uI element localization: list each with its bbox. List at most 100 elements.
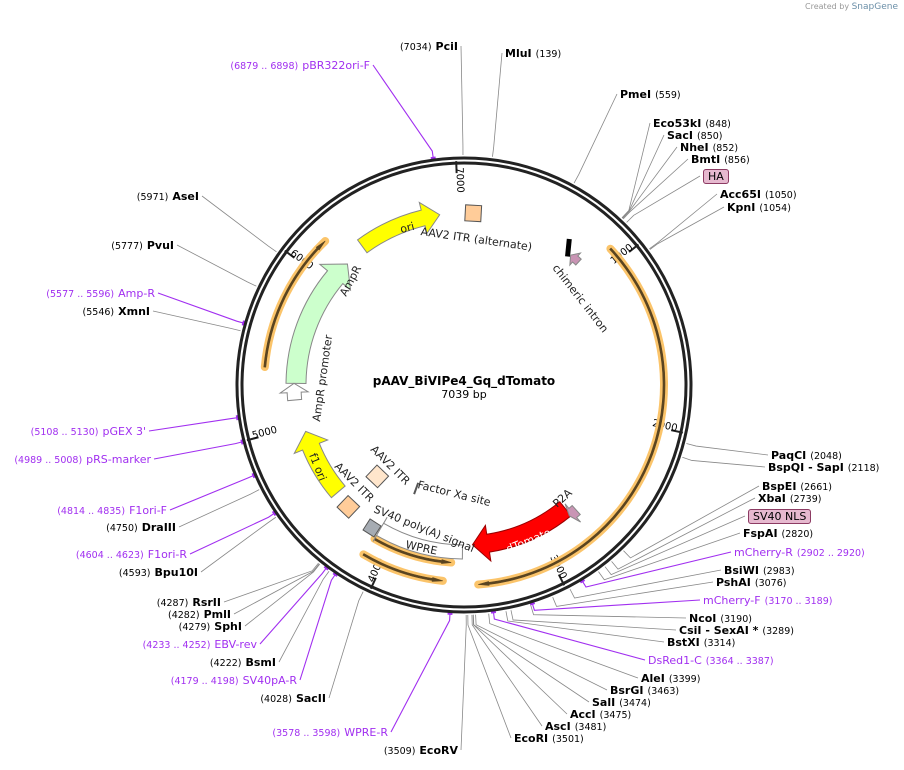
site-position: (850): [696, 131, 723, 142]
enzyme-site-xmni[interactable]: (5546)XmnI: [79, 306, 150, 319]
site-position: (5546): [82, 307, 115, 318]
site-name: SV40 NLS: [748, 509, 812, 524]
enzyme-site-sali[interactable]: SalI(3474): [592, 697, 655, 710]
site-name: DraIII: [141, 521, 176, 534]
site-name: F1ori-R: [147, 548, 187, 561]
site-name: AccI: [570, 708, 596, 721]
leader-line: [201, 195, 277, 253]
site-position: (4222): [209, 658, 242, 669]
site-name: BmtI: [691, 153, 721, 166]
enzyme-site-pvui[interactable]: (5777)PvuI: [107, 240, 174, 253]
enzyme-site-asci[interactable]: AscI(3481): [545, 721, 610, 734]
enzyme-site-bsiwi[interactable]: BsiWI(2983): [724, 565, 799, 578]
leader-line: [299, 574, 336, 681]
primer-site-mcherry-r[interactable]: mCherry-R(2902 .. 2920): [734, 547, 869, 560]
site-position: (1054): [759, 203, 791, 214]
enzyme-site-ncoi[interactable]: NcoI(3190): [689, 613, 756, 626]
site-position: (7034): [399, 42, 432, 53]
leader-line: [390, 613, 451, 733]
enzyme-site-ecorv[interactable]: (3509)EcoRV: [380, 745, 458, 758]
leader-line: [328, 591, 364, 699]
site-position: (5108 .. 5130): [30, 427, 99, 438]
site-name: XbaI: [758, 492, 786, 505]
enzyme-site-bstxi[interactable]: BstXI(3314): [667, 637, 739, 650]
enzyme-site-fspai[interactable]: FspAI(2820): [743, 528, 817, 541]
primer-site-mcherry-f[interactable]: mCherry-F(3170 .. 3189): [703, 595, 836, 608]
site-position: (3501): [552, 734, 584, 745]
site-name: PciI: [435, 40, 458, 53]
site-name: PvuI: [146, 239, 174, 252]
site-position: (2048): [810, 451, 842, 462]
feature-label-factor-xa-site[interactable]: Factor Xa site: [416, 478, 492, 509]
primer-site-f1ori-f[interactable]: (4814 .. 4835)F1ori-F: [53, 505, 167, 518]
site-name: WPRE-R: [344, 726, 388, 739]
enzyme-site-kpni[interactable]: KpnI(1054): [727, 202, 795, 215]
enzyme-site-pshai[interactable]: PshAI(3076): [716, 577, 790, 590]
primer-mark: [323, 565, 330, 571]
enzyme-site-acci[interactable]: AccI(3475): [570, 709, 635, 722]
feature-label-ori[interactable]: ori: [399, 220, 416, 236]
enzyme-site-pcii[interactable]: (7034)PciI: [396, 41, 458, 54]
site-position: (2118): [847, 463, 880, 474]
site-position: (4989 .. 5008): [14, 455, 83, 466]
enzyme-site-paqci[interactable]: PaqCI(2048): [771, 450, 846, 463]
site-position: (1050): [764, 190, 797, 201]
leader-line: [573, 93, 618, 184]
enzyme-site-bmti[interactable]: BmtI(856): [691, 154, 754, 167]
leader-line: [488, 613, 639, 679]
leader-line: [200, 516, 277, 573]
enzyme-site-sphi[interactable]: (4279)SphI: [175, 621, 242, 634]
enzyme-site-pmli[interactable]: (4282)PmlI: [164, 609, 231, 622]
primer-site-prs-marker[interactable]: (4989 .. 5008)pRS-marker: [10, 454, 151, 467]
feature-label-ampr-promoter[interactable]: AmpR promoter: [310, 334, 335, 423]
site-position: (3463): [647, 686, 680, 697]
feature-badge-sv40-nls[interactable]: SV40 NLS: [748, 509, 812, 524]
site-position: (2661): [800, 482, 833, 493]
feature-badge-ha[interactable]: HA: [703, 169, 729, 184]
enzyme-site-acc65i[interactable]: Acc65I(1050): [720, 189, 801, 202]
primer-site-sv40pa-r[interactable]: (4179 .. 4198)SV40pA-R: [167, 675, 297, 688]
site-position: (2739): [789, 494, 822, 505]
site-name: Bpu10I: [154, 566, 199, 579]
enzyme-site-bspei[interactable]: BspEI(2661): [762, 481, 836, 494]
enzyme-site-eco53ki[interactable]: Eco53kI(848): [653, 118, 735, 131]
leader-line: [622, 146, 678, 219]
primer-site-amp-r[interactable]: (5577 .. 5596)Amp-R: [42, 288, 155, 301]
enzyme-site-ecori[interactable]: EcoRI(3501): [514, 733, 588, 746]
enzyme-site-mlui[interactable]: MluI(139): [505, 48, 565, 61]
enzyme-site-xbai[interactable]: XbaI(2739): [758, 493, 825, 506]
enzyme-site-nhei[interactable]: NheI(852): [680, 142, 742, 155]
site-name: DsRed1-C: [648, 654, 702, 667]
leader-line: [233, 563, 320, 615]
enzyme-site-alei[interactable]: AleI(3399): [641, 673, 704, 686]
primer-site-pbr322ori-f[interactable]: (6879 .. 6898)pBR322ori-F: [226, 60, 370, 73]
site-position: (5577 .. 5596): [46, 289, 115, 300]
primer-site-dsred1-c[interactable]: DsRed1-C(3364 .. 3387): [648, 655, 778, 668]
site-name: NcoI: [689, 612, 717, 625]
enzyme-site-bsrgi[interactable]: BsrGI(3463): [610, 685, 683, 698]
enzyme-site-bpu10i[interactable]: (4593)Bpu10I: [115, 567, 198, 580]
feature-label-aav2-itr-alternate[interactable]: AAV2 ITR (alternate): [420, 225, 533, 254]
enzyme-site-bsmi[interactable]: (4222)BsmI: [206, 657, 276, 670]
site-name: Eco53kI: [653, 117, 702, 130]
primer-site-ebv-rev[interactable]: (4233 .. 4252)EBV-rev: [139, 639, 257, 652]
primer-site-wpre-r[interactable]: (3578 .. 3598)WPRE-R: [268, 727, 388, 740]
leader-line: [621, 122, 651, 219]
enzyme-site-rsrii[interactable]: (4287)RsrII: [153, 597, 221, 610]
enzyme-site-draiii[interactable]: (4750)DraIII: [102, 522, 176, 535]
enzyme-site-pmei[interactable]: PmeI(559): [620, 89, 685, 102]
enzyme-site-bspqi-sapi[interactable]: BspQI - SapI(2118): [768, 462, 883, 475]
feature-label-chimeric-intron[interactable]: chimeric intron: [550, 262, 611, 335]
plasmid-name: pAAV_BiVIPe4_Gq_dTomato: [373, 374, 555, 389]
enzyme-site-csii-sexai[interactable]: CsiI - SexAI *(3289): [679, 625, 798, 638]
primer-site-f1ori-r[interactable]: (4604 .. 4623)F1ori-R: [72, 549, 187, 562]
enzyme-site-asei[interactable]: (5971)AseI: [133, 191, 199, 204]
enzyme-site-sacii[interactable]: (4028)SacII: [256, 693, 326, 706]
site-position: (4593): [118, 568, 151, 579]
leader-line: [530, 605, 687, 619]
site-position: (559): [655, 90, 681, 101]
site-name: XmnI: [118, 305, 150, 318]
primer-site-pgex-3[interactable]: (5108 .. 5130)pGEX 3': [27, 426, 146, 439]
site-position: (4750): [106, 523, 138, 534]
enzyme-site-saci[interactable]: SacI(850): [667, 130, 727, 143]
